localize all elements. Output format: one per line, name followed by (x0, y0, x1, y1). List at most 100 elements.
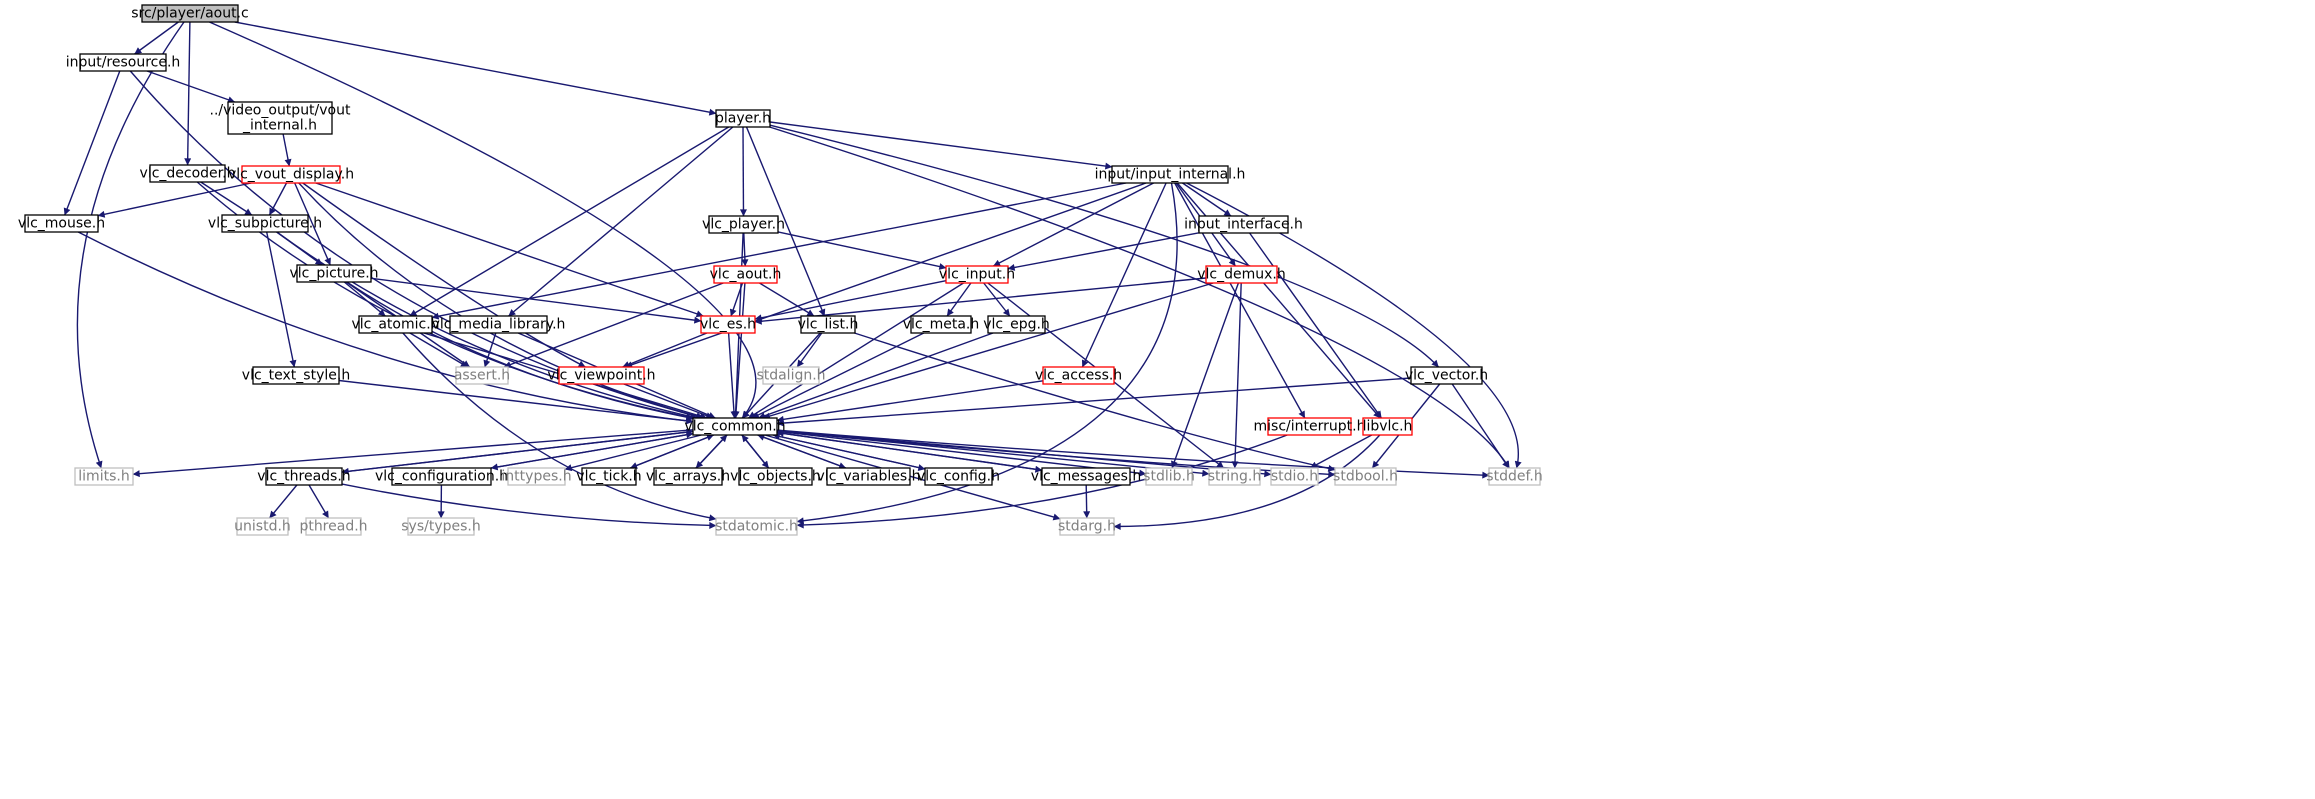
node-vlc-meta-h[interactable]: vlc_meta.h (903, 315, 980, 334)
edge-misc_interrupt_h-to-stdatomic_h (796, 434, 1288, 529)
node-vlc-configuration-h[interactable]: vlc_configuration.h (375, 467, 508, 486)
edge-aout_c-to-vlc_common_h (209, 21, 757, 419)
node-assert-h[interactable]: assert.h (454, 366, 510, 385)
dependency-edge (727, 332, 738, 419)
node-label: vlc_meta.h (903, 317, 980, 333)
node-label: stdalign.h (756, 368, 825, 384)
node-vlc-objects-h[interactable]: vlc_objects.h (730, 467, 821, 486)
dependency-edge (1182, 182, 1232, 217)
node-vlc-access-h[interactable]: vlc_access.h (1035, 366, 1122, 385)
node-label: src/player/aout.c (131, 6, 249, 22)
edge-vlc_aout_h-to-assert_h (503, 282, 724, 368)
node-stdalign-h[interactable]: stdalign.h (756, 366, 826, 385)
node-unistd-h[interactable]: unistd.h (234, 517, 291, 536)
node-vlc-common-h[interactable]: vlc_common.h (684, 417, 786, 436)
node-vlc-list-h[interactable]: vlc_list.h (798, 315, 859, 334)
edge-vlc_vector_h-to-vlc_common_h (776, 377, 1412, 427)
dependency-edge (1007, 232, 1200, 271)
node-vlc-atomic-h[interactable]: vlc_atomic.h (351, 315, 440, 334)
dependency-edge (1451, 383, 1510, 469)
dependency-edge (268, 182, 288, 216)
dependency-edge (370, 277, 702, 324)
node-stdbool-h[interactable]: stdbool.h (1333, 467, 1398, 486)
node-label: vlc_mouse.h (18, 216, 105, 232)
node-input-internal-h[interactable]: input/input_internal.h (1095, 165, 1246, 184)
node-input-interface-h[interactable]: input_interface.h (1184, 215, 1303, 234)
node-vlc-vector-h[interactable]: vlc_vector.h (1405, 366, 1488, 385)
node-vlc-epg-h[interactable]: vlc_epg.h (983, 315, 1050, 334)
node-stdatomic-h[interactable]: stdatomic.h (715, 517, 798, 536)
node-vlc-input-h[interactable]: vlc_input.h (939, 265, 1015, 284)
node-vlc-arrays-h[interactable]: vlc_arrays.h (646, 467, 730, 486)
dependency-edge (76, 21, 185, 469)
node-vlc-vout-display-h[interactable]: vlc_vout_display.h (228, 165, 354, 184)
edge-vlc_es_h-to-vlc_viewpoint_h (622, 332, 708, 368)
dependency-edge (695, 434, 728, 469)
node-vlc-threads-h[interactable]: vlc_threads.h (257, 467, 351, 486)
node-vlc-subpicture-h[interactable]: vlc_subpicture.h (208, 214, 322, 233)
node-stdarg-h[interactable]: stdarg.h (1058, 517, 1116, 536)
node-box (227, 101, 333, 135)
node-pthread-h[interactable]: pthread.h (299, 517, 368, 536)
dependency-edge (622, 332, 708, 368)
dependency-edge (1174, 182, 1306, 419)
node-aout-c[interactable]: src/player/aout.c (131, 4, 249, 23)
node-label: vlc_picture.h (289, 266, 378, 282)
node-label: vlc_vout_display.h (228, 167, 354, 183)
node-box (558, 366, 645, 385)
node-vlc-mouse-h[interactable]: vlc_mouse.h (18, 214, 105, 233)
node-label: vlc_atomic.h (351, 317, 439, 333)
edge-vlc_threads_h-to-stdatomic_h (341, 483, 717, 529)
node-box (221, 214, 309, 233)
node-label: vlc_access.h (1035, 368, 1122, 384)
node-label: vlc_input.h (939, 267, 1015, 283)
edge-vlc_configuration_h-to-vlc_common_h (490, 431, 694, 469)
node-misc-interrupt-h[interactable]: misc/interrupt.h (1254, 417, 1366, 436)
node-vlc-decoder-h[interactable]: vlc_decoder.h (140, 164, 236, 183)
dependency-edge (754, 280, 947, 322)
node-vlc-aout-h[interactable]: vlc_aout.h (710, 265, 782, 284)
node-vlc-text-style-h[interactable]: vlc_text_style.h (242, 366, 350, 385)
node-box (1041, 467, 1131, 486)
node-stdlib-h[interactable]: stdlib.h (1143, 467, 1195, 486)
node-libvlc-h[interactable]: libvlc.h (1362, 417, 1413, 436)
dependency-edge (732, 282, 746, 419)
dependency-edge (630, 434, 714, 469)
node-player-h[interactable]: player.h (715, 109, 771, 128)
node-resource-h[interactable]: input/resource.h (66, 53, 181, 72)
dependency-edge (338, 379, 694, 425)
node-sys-types-h[interactable]: sys/types.h (401, 517, 481, 536)
node-vout-internal-h[interactable]: ../video_output/vout_internal.h (210, 101, 351, 135)
dependency-edge (759, 282, 815, 317)
node-vlc-player-h[interactable]: vlc_player.h (702, 215, 785, 234)
dependency-edge (777, 231, 947, 270)
node-vlc-variables-h[interactable]: vlc_variables.h (817, 467, 921, 486)
dependency-edge (796, 182, 1178, 525)
node-label: assert.h (454, 368, 510, 384)
node-box (1042, 366, 1115, 385)
node-vlc-demux-h[interactable]: vlc_demux.h (1197, 265, 1286, 284)
dependency-edge (97, 182, 252, 218)
node-stdio-h[interactable]: stdio.h (1270, 467, 1319, 486)
node-label: unistd.h (234, 519, 291, 535)
node-box (715, 109, 771, 128)
node-vlc-tick-h[interactable]: vlc_tick.h (576, 467, 642, 486)
dependency-edge (341, 483, 717, 529)
node-limits-h[interactable]: limits.h (74, 467, 134, 486)
dependency-edge (1249, 232, 1382, 419)
dependency-edge (758, 332, 994, 420)
node-vlc-es-h[interactable]: vlc_es.h (700, 315, 756, 334)
node-vlc-picture-h[interactable]: vlc_picture.h (289, 264, 379, 283)
node-stddef-h[interactable]: stddef.h (1486, 467, 1543, 486)
node-vlc-messages-h[interactable]: vlc_messages.h (1031, 467, 1141, 486)
dependency-edge (769, 124, 1440, 368)
edge-aout_c-to-player_h (234, 21, 717, 116)
node-vlc-viewpoint-h[interactable]: vlc_viewpoint.h (547, 366, 656, 385)
dependency-edge (490, 431, 694, 469)
node-label: stdarg.h (1058, 519, 1116, 535)
node-vlc-config-h[interactable]: vlc_config.h (917, 467, 1000, 486)
node-string-h[interactable]: string.h (1208, 467, 1262, 486)
node-inttypes-h[interactable]: inttypes.h (501, 467, 572, 486)
node-label: stdbool.h (1333, 469, 1398, 485)
node-vlc-media-library-h[interactable]: vlc_media_library.h (432, 315, 566, 334)
